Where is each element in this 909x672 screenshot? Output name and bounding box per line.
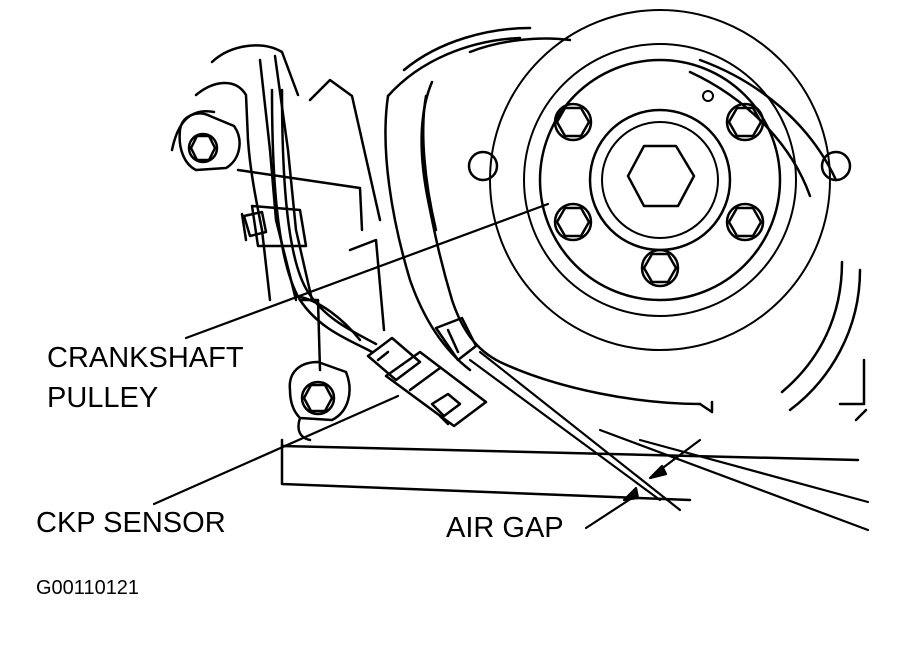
pulley-bolts [467,102,852,288]
crankshaft-pulley-label-line2: PULLEY [47,382,159,414]
leader-crankshaft-pulley [184,202,550,340]
air-gap-label: AIR GAP [446,512,564,544]
engine-block [170,44,868,502]
timing-cover-edge [384,80,714,414]
ckp-sensor [270,88,488,428]
ckp-sensor-label: CKP SENSOR [36,507,226,539]
leader-air-gap [584,496,634,530]
air-gap-lines [468,350,870,532]
figure-id-label: G00110121 [36,577,140,599]
block-bolts [187,132,336,416]
leader-ckp-sensor [152,394,400,506]
leader-lines [152,202,634,530]
crankshaft-pulley-label-line1: CRANKSHAFT [47,342,244,374]
crankshaft-pulley [386,9,862,412]
